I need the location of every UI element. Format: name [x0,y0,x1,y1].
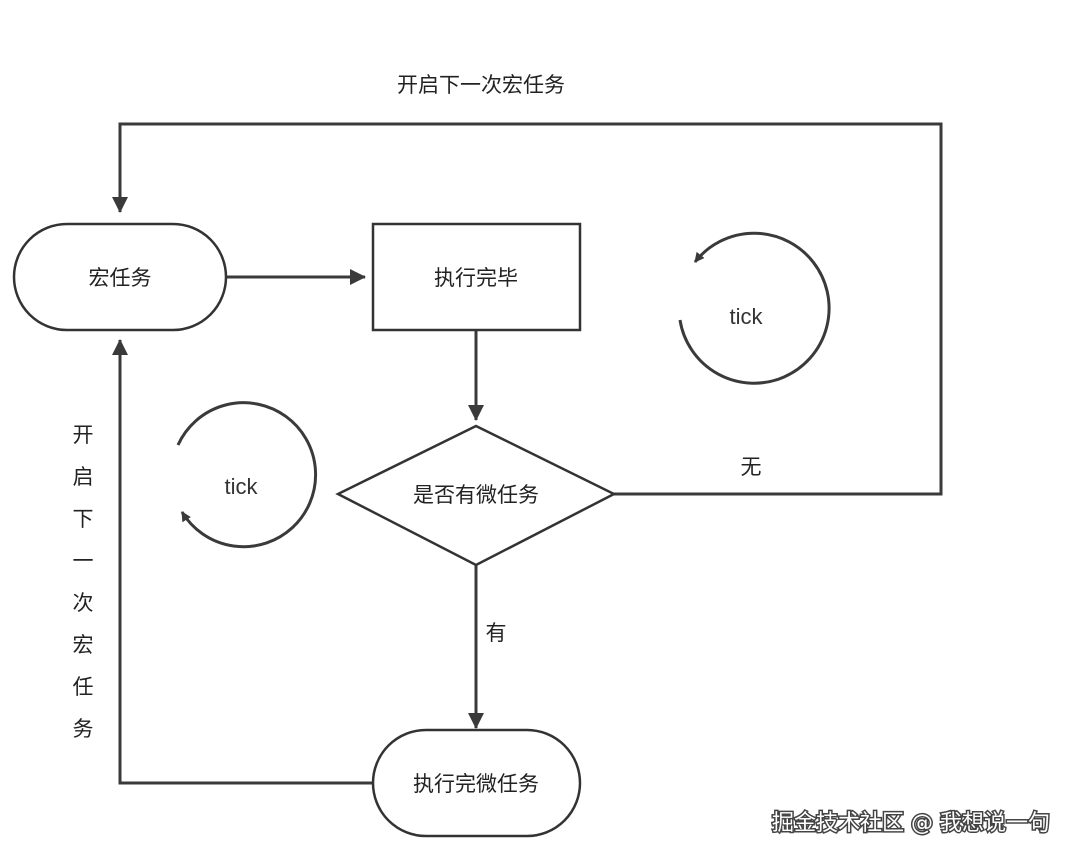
loop-edge-next-macro [112,339,373,785]
tick-loop-right-icon [678,231,831,385]
node-execute-micro [371,728,582,838]
edge-label-top-loop: 开启下一次宏任务 [397,73,565,97]
node-has-micro-decision [335,424,617,567]
node-execute-micro-label: 执行完微任务 [413,772,539,796]
tick-loop-left-icon [176,401,318,549]
node-execute-done-label: 执行完毕 [434,266,518,290]
left-loop-char: 任 [73,675,94,699]
left-loop-char: 一 [73,549,94,573]
tick-label-left: tick [225,474,259,499]
node-macro-task-label: 宏任务 [89,266,152,290]
tick-label-right: tick [730,304,764,329]
left-loop-char: 宏 [73,633,94,657]
left-loop-char: 下 [73,507,94,531]
left-loop-char: 务 [73,717,94,741]
edge-label-left-loop: 开 启 下 一 次 宏 任 务 [73,423,94,741]
left-loop-char: 次 [73,591,94,615]
left-loop-char: 开 [73,423,94,447]
edge-label-no: 无 [741,455,762,479]
node-execute-done [371,222,582,332]
node-has-micro-label: 是否有微任务 [413,483,539,507]
watermark-text: 掘金技术社区 @ 我想说一句 [772,811,1050,836]
loop-edge-no [112,122,943,496]
left-loop-char: 启 [73,465,94,489]
edge-label-yes: 有 [486,621,507,645]
node-macro-task [12,222,228,332]
